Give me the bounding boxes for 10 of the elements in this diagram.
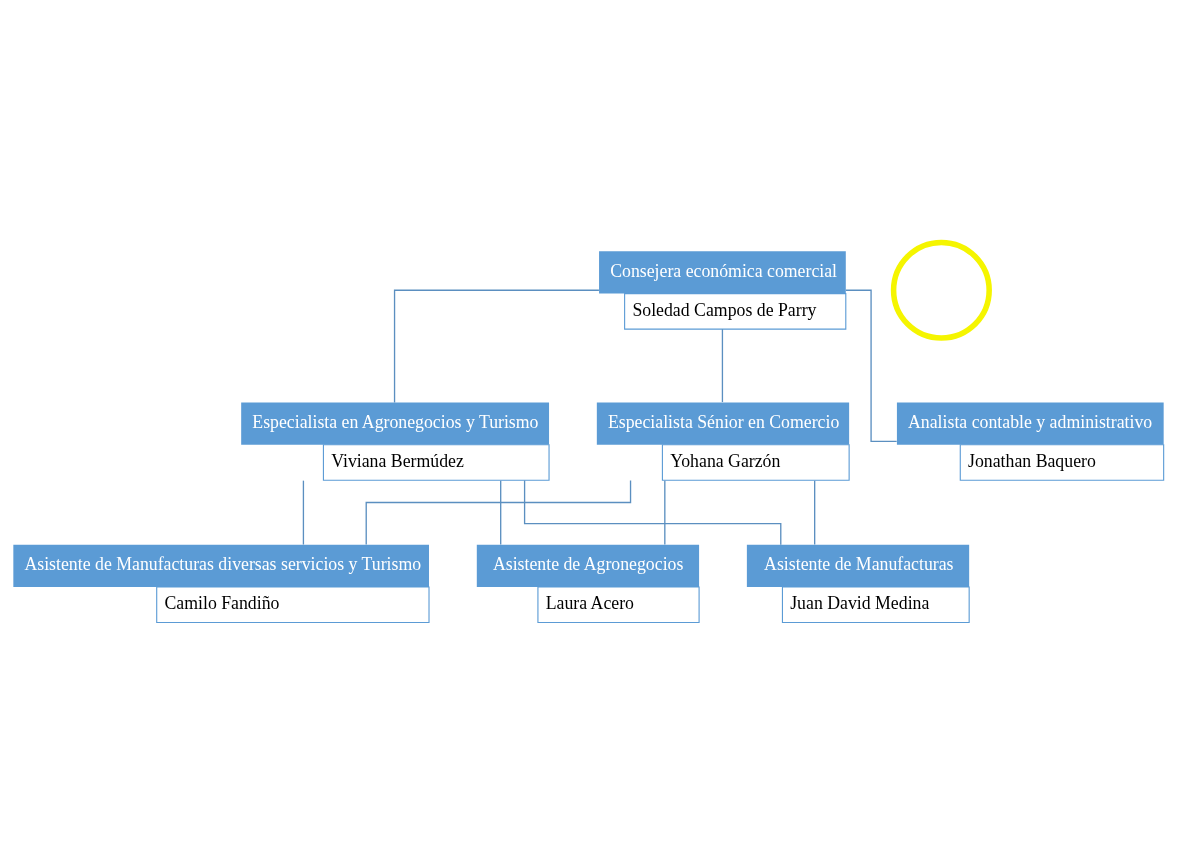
connector [500,480,502,546]
connector [814,480,816,546]
connector [302,480,305,546]
connector [523,479,782,546]
connector [845,289,898,443]
connector [664,480,666,546]
connector [721,328,724,403]
node-circle [890,239,992,341]
connector [393,289,600,404]
connector [365,479,632,546]
